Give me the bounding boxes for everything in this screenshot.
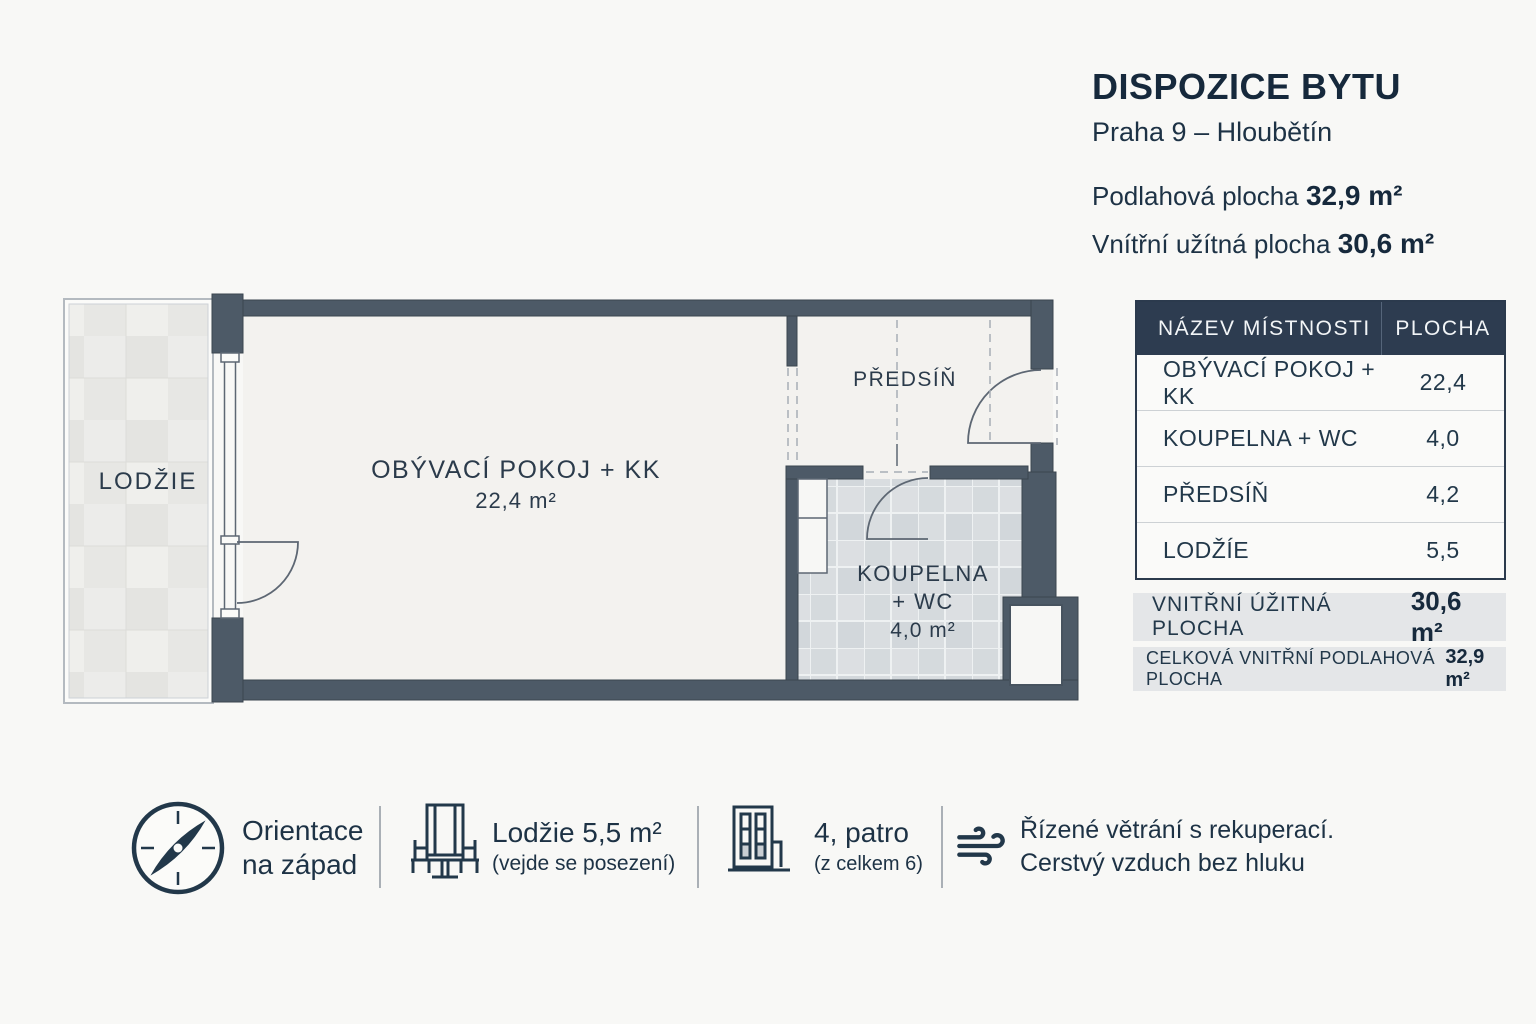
floor-area-label: Podlahová plocha [1092,181,1299,211]
building-icon [728,805,790,872]
loggia-door-arc [236,541,299,604]
living-room-floor [243,316,787,680]
ventilation-line2: Cerstvý vzduch bez hluku [1020,849,1305,877]
usable-area-line: Vnítřní užítná plocha 30,6 m² [1092,228,1434,260]
walls [211,293,1079,703]
bathroom-floor [798,479,1031,680]
room-area: 4,2 [1426,481,1460,507]
hall-floor [797,316,1031,466]
floor-area-value: 32,9 m² [1305,180,1403,211]
usable-area-label: Vnítřní užítná plocha [1092,229,1331,259]
hall-label: PŘEDSÍŇ [853,368,957,391]
orientation-text: Orientace na západ [242,814,363,882]
room-table: NÁZEV MÍSTNOSTI PLOCHA OBÝVACÍ POKOJ + K… [1135,300,1506,580]
bathroom-door-arc [866,477,929,540]
table-row: OBÝVACÍ POKOJ + KK 22,4 [1137,355,1504,410]
usable-summary-label: VNITŘNÍ ÚŽITNÁ PLOCHA [1152,593,1332,640]
shaft-niche [1009,604,1063,686]
wall-right-top [1030,299,1054,370]
table-row: KOUPELNA + WC 4,0 [1137,410,1504,466]
usable-area-summary: VNITŘNÍ ÚŽITNÁ PLOCHA 30,6 m² [1133,586,1506,647]
entry-door-arc [967,369,1042,444]
page-title: DISPOZICE BYTU [1092,66,1402,107]
total-summary-label: CELKOVÁ VNITŘNÍ PODLAHOVÁ PLOCHA [1146,648,1436,689]
loggia-line1: Lodžie 5,5 m² [492,817,662,848]
hall-transition-floor [787,366,797,466]
floor-line2: (z celkem 6) [814,853,923,875]
legend-divider [941,806,943,888]
orientation-line2: na západ [242,849,358,880]
loggia-floor [68,303,209,699]
wall-right-mid-a [1030,442,1054,473]
window-loggia [220,352,240,619]
room-name: PŘEDSÍŇ [1163,481,1269,507]
wall-right-mid-b [1021,471,1057,598]
room-table-header-name: NÁZEV MÍSTNOSTI [1158,316,1371,340]
loggia-seating-icon [411,803,479,879]
wind-icon [957,826,1005,866]
room-name: KOUPELNA + WC [1163,425,1359,451]
room-name: LODŽÍE [1163,537,1250,563]
loggia-text: Lodžie 5,5 m² (vejde se posezení) [492,816,675,879]
living-room-area: 22,4 m² [475,488,557,513]
wall-top [242,299,1054,317]
table-row: LODŽÍE 5,5 [1137,522,1504,578]
compass-icon [131,801,225,895]
legend-divider [697,806,699,888]
loggia-line2: (vejde se posezení) [492,852,676,875]
legend-divider [379,806,381,888]
page-subtitle: Praha 9 – Hloubětín [1092,117,1333,147]
table-row: PŘEDSÍŇ 4,2 [1137,466,1504,522]
wall-hall-stub [786,315,798,367]
dashed-markers [787,320,1058,473]
room-name: OBÝVACÍ POKOJ + KK [1163,355,1376,409]
wall-bath-top-right [929,465,1029,480]
ventilation-text: Řízené větrání s rekuperací. Cerstvý vzd… [1020,814,1334,880]
total-area-summary: CELKOVÁ VNITŘNÍ PODLAHOVÁ PLOCHA 32,9 m² [1133,646,1506,691]
wall-bottom [242,679,1079,701]
ventilation-line1: Řízené větrání s rekuperací. [1020,816,1335,844]
bathroom-label-line2: + WC [892,589,954,614]
floor-line1: 4, patro [814,817,909,848]
bathroom-area: 4,0 m² [890,619,956,642]
entry-opening-floor [1031,369,1053,443]
room-area: 22,4 [1419,369,1467,395]
window-mullion [220,535,240,545]
loggia-room [63,298,214,704]
wall-pillar-top-left [211,293,244,354]
wall-pillar-bottom-left [211,617,244,703]
room-area: 4,0 [1426,425,1460,451]
usable-area-value: 30,6 m² [1337,228,1435,259]
bathroom-fixture [797,478,828,574]
living-room-label: OBÝVACÍ POKOJ + KK [371,455,661,484]
wall-bath-top-left [785,465,864,480]
floor-text: 4, patro (z celkem 6) [814,816,923,879]
room-table-header-area: PLOCHA [1381,302,1504,355]
floor-area-line: Podlahová plocha 32,9 m² [1092,180,1402,212]
bathroom-label-line1: KOUPELNA [857,561,989,586]
window-cap-bottom [220,608,240,619]
window-cap-top [220,352,240,363]
total-summary-value: 32,9 m² [1445,646,1485,691]
room-area: 5,5 [1426,537,1460,563]
wall-bath-left [785,478,799,681]
room-table-header: NÁZEV MÍSTNOSTI PLOCHA [1137,302,1504,355]
usable-summary-value: 30,6 m² [1410,586,1462,647]
orientation-line1: Orientace [242,815,364,846]
loggia-label: LODŽIE [99,468,198,495]
